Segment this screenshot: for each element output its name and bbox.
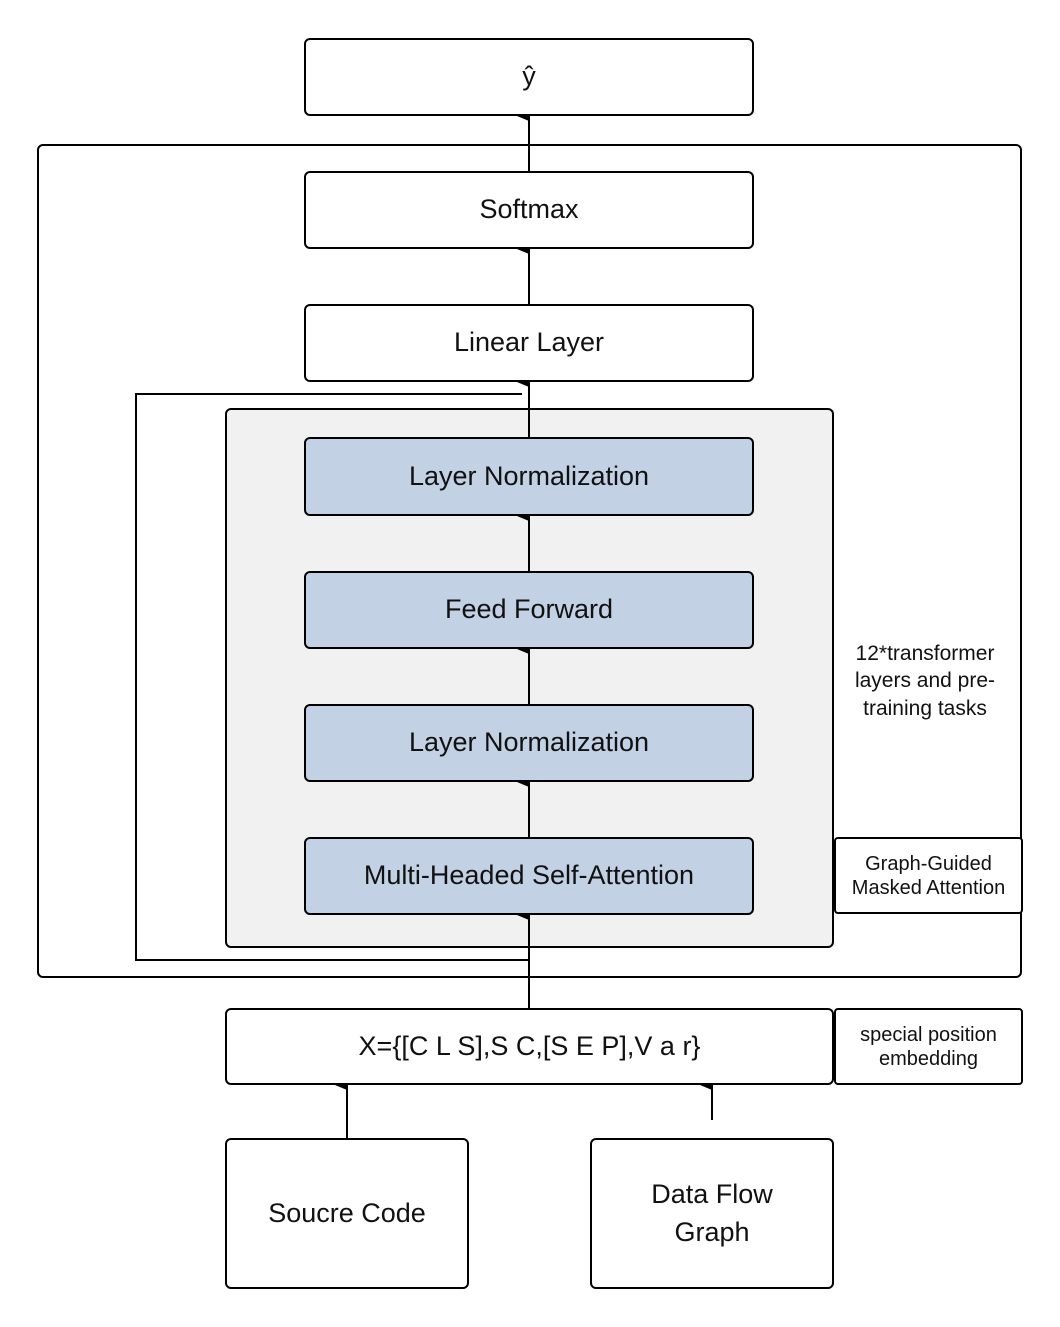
feed-forward-box: Feed Forward [304, 571, 754, 649]
layer-norm-bottom-label: Layer Normalization [408, 727, 650, 758]
residual-bypass [135, 393, 529, 961]
graph-guided-label: Graph-Guided Masked Attention [851, 852, 1006, 899]
special-position-box: special position embedding [834, 1008, 1023, 1085]
mhsa-box: Multi-Headed Self-Attention [304, 837, 754, 915]
input-box: X={[C L S],S C,[S E P],V a r} [225, 1008, 834, 1085]
transformer-note: 12*transformer layers and pre-training t… [840, 640, 1010, 722]
linear-layer-box: Linear Layer [304, 304, 754, 382]
source-code-box: Soucre Code [225, 1138, 469, 1289]
data-flow-graph-box: Data Flow Graph [590, 1138, 834, 1289]
feed-forward-label: Feed Forward [444, 594, 614, 625]
softmax-box: Softmax [304, 171, 754, 249]
transformer-note-text: 12*transformer layers and pre-training t… [854, 642, 996, 720]
linear-layer-label: Linear Layer [453, 327, 605, 358]
output-box: ŷ [304, 38, 754, 116]
input-label: X={[C L S],S C,[S E P],V a r} [358, 1030, 701, 1061]
graph-guided-box: Graph-Guided Masked Attention [834, 837, 1023, 914]
source-code-label: Soucre Code [268, 1197, 426, 1228]
layer-norm-top-label: Layer Normalization [408, 460, 650, 491]
output-label: ŷ [522, 61, 536, 92]
data-flow-graph-label: Data Flow Graph [651, 1178, 773, 1247]
layer-norm-bottom-box: Layer Normalization [304, 704, 754, 782]
special-position-label: special position embedding [860, 1023, 997, 1070]
softmax-label: Softmax [479, 194, 579, 225]
mhsa-label: Multi-Headed Self-Attention [363, 860, 695, 891]
layer-norm-top-box: Layer Normalization [304, 437, 754, 516]
